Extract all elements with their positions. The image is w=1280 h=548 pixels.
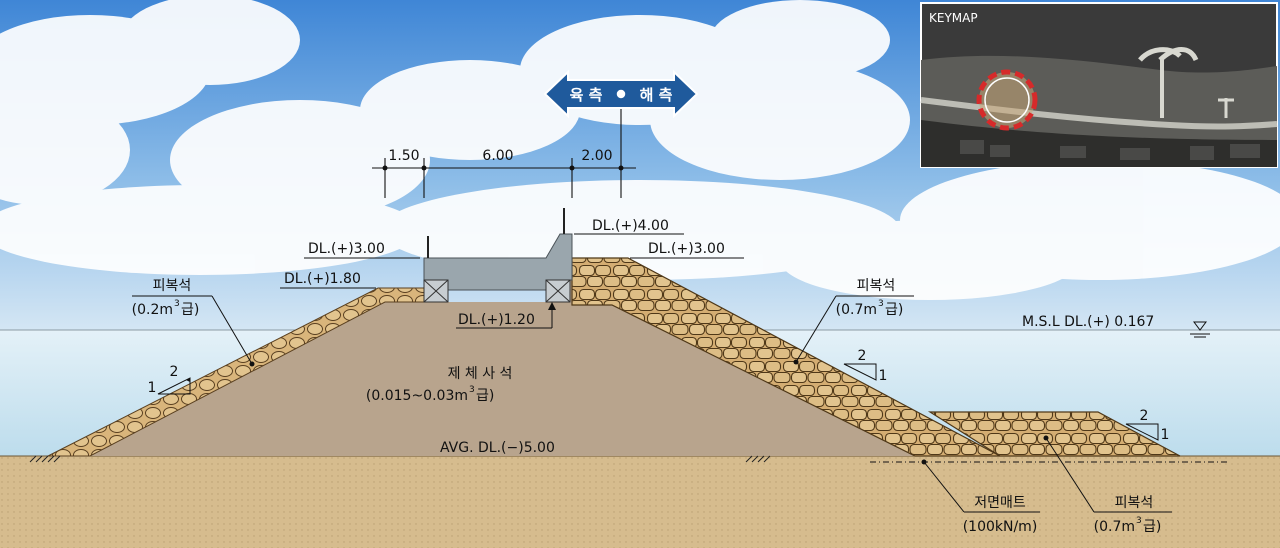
armor-toe-leader [1043,435,1172,513]
mat-leader [921,459,1040,513]
mat-spec: (100kN/m) [963,519,1038,535]
armor-right-leader [793,295,914,365]
armor-toe-name: 피복석 [1115,495,1154,511]
ground-hatch-right [745,455,771,463]
crown-block-right-cross-b [545,279,571,303]
dimension-3: 2.00 [581,148,612,164]
armor-right [571,257,1001,457]
level-dl400-text: DL.(+)4.00 [592,218,669,234]
armor-right-spec-post: 급) [885,302,903,318]
core-name: 제 체 사 석 [448,366,513,382]
slope-indicator-right [843,363,877,381]
level-dl120 [456,302,556,329]
armor-toe-spec-sup: 3 [1136,516,1142,526]
ground-hatch-left [29,455,61,463]
seabed [0,456,1280,548]
keymap-panel [920,2,1278,168]
sea-side-label: 해 측 [640,86,673,104]
armor-left-leader [132,295,255,367]
armor-left-spec-sup: 3 [174,299,180,309]
land-side-label: 육 측 [570,86,603,104]
core-spec-sup: 3 [469,385,475,395]
armor-left-spec-pre: (0.2m [132,302,173,318]
mat-name: 저면매트 [974,495,1026,511]
keymap-title: KEYMAP [929,11,978,25]
slope-left-run: 2 [170,364,179,380]
toe-berm [927,411,1181,457]
slope-toe-rise: 1 [1161,427,1170,443]
slope-right-run: 2 [858,348,867,364]
armor-toe-spec-pre: (0.7m [1094,519,1135,535]
msl-label: M.S.L DL.(+) 0.167 [1022,314,1154,330]
water-level-marker [1190,321,1210,338]
armor-right-name: 피복석 [857,278,896,294]
dimension-1: 1.50 [388,148,419,164]
level-dl300-right-text: DL.(+)3.00 [648,241,725,257]
core-rubble [90,280,915,456]
slope-left-rise: 1 [148,380,157,396]
armor-right-spec-pre: (0.7m [836,302,877,318]
direction-arrow [543,69,699,119]
armor-left-name: 피복석 [153,278,192,294]
core-spec-pre: (0.015~0.03m [366,388,468,404]
dimension-2: 6.00 [482,148,513,164]
armor-left-spec-post: 급) [181,302,199,318]
avg-level-label: AVG. DL.(−)5.00 [440,440,555,456]
crown-block-left-cross-b [423,279,449,303]
slope-indicator-toe [1125,423,1159,441]
armor-right-spec-sup: 3 [878,299,884,309]
dimension-line [372,96,636,198]
level-dl180-text: DL.(+)1.80 [284,271,361,287]
core-spec-post: 급) [476,388,494,404]
slope-indicator-left [157,377,191,395]
slope-right-rise: 1 [879,368,888,384]
level-dl300-left-text: DL.(+)3.00 [308,241,385,257]
armor-toe-spec-post: 급) [1143,519,1161,535]
slope-toe-run: 2 [1140,408,1149,424]
level-dl120-text: DL.(+)1.20 [458,312,535,328]
